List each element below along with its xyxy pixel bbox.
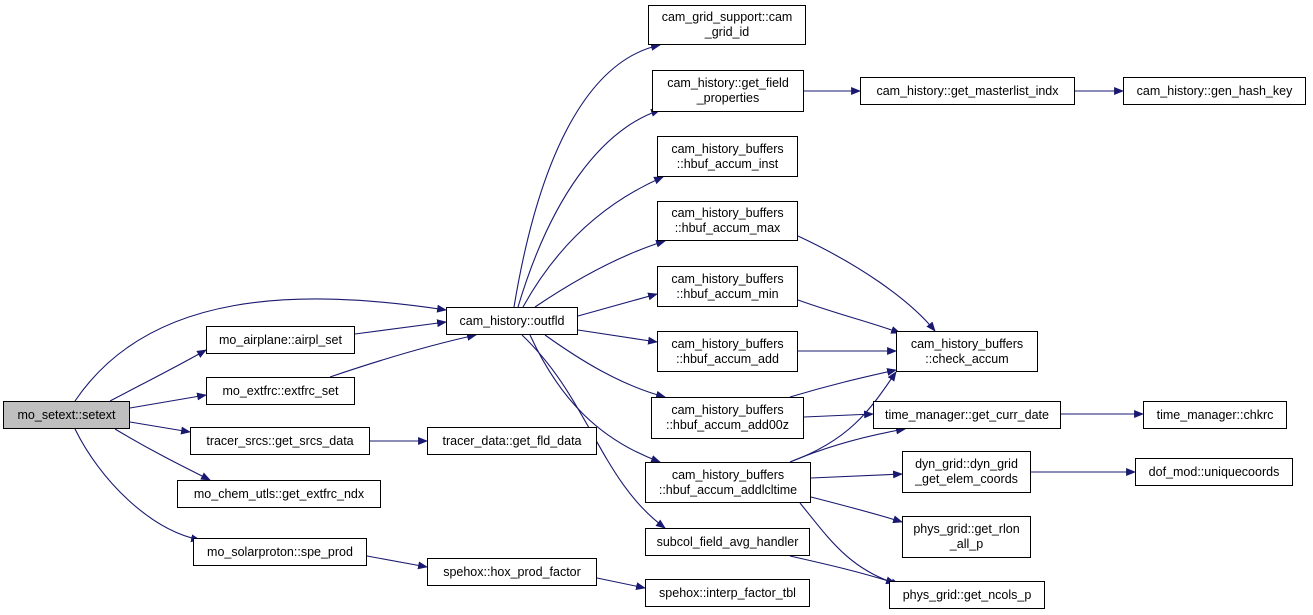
edge-setext-to-get-extfrc-ndx <box>114 428 211 481</box>
edge-spe-prod-to-hox-prod-factor <box>366 555 428 570</box>
edge-subcol-field-avg-handler-to-get-ncols-p <box>789 555 896 585</box>
edge-setext-to-extfrc-set <box>129 392 207 409</box>
edge-outfld-to-hbuf-accum-addlcltime <box>529 334 661 463</box>
node-hbuf-accum-inst[interactable]: cam_history_buffers ::hbuf_accum_inst <box>657 136 798 177</box>
edge-hox-prod-factor-to-interp-factor-tbl <box>596 577 646 591</box>
node-time-manager-get-curr-date[interactable]: time_manager::get_curr_date <box>873 401 1061 429</box>
node-mo-airplane-airpl-set[interactable]: mo_airplane::airpl_set <box>206 326 355 354</box>
node-cam-history-buffers-check-accum[interactable]: cam_history_buffers ::check_accum <box>896 331 1038 372</box>
edge-outfld-to-hbuf-accum-max <box>534 239 666 308</box>
node-cam-history-get-field-properties[interactable]: cam_history::get_field _properties <box>652 70 804 112</box>
node-hbuf-accum-add00z[interactable]: cam_history_buffers ::hbuf_accum_add00z <box>651 397 804 439</box>
node-cam-history-outfld[interactable]: cam_history::outfld <box>446 307 578 335</box>
edge-hbuf-accum-max-to-check-accum <box>797 235 936 332</box>
edge-hbuf-accum-addlcltime-to-get-rlon-all-p <box>810 496 903 524</box>
node-dof-mod-uniquecoords[interactable]: dof_mod::uniquecoords <box>1135 458 1293 486</box>
edge-hbuf-accum-addlcltime-to-get-ncols-p <box>799 502 901 587</box>
node-phys-grid-get-ncols-p[interactable]: phys_grid::get_ncols_p <box>889 581 1045 609</box>
edge-outfld-to-hbuf-accum-add <box>577 329 658 345</box>
node-cam-grid-support-cam-grid-id[interactable]: cam_grid_support::cam _grid_id <box>648 5 806 45</box>
node-time-manager-chkrc[interactable]: time_manager::chkrc <box>1143 401 1287 429</box>
node-subcol-field-avg-handler[interactable]: subcol_field_avg_handler <box>645 528 810 556</box>
edge-outfld-to-hbuf-accum-min <box>577 292 658 317</box>
node-spehox-hox-prod-factor[interactable]: spehox::hox_prod_factor <box>427 558 597 586</box>
node-cam-history-get-masterlist-indx[interactable]: cam_history::get_masterlist_indx <box>860 77 1075 105</box>
node-mo-extfrc-extfrc-set[interactable]: mo_extfrc::extfrc_set <box>206 377 355 405</box>
edge-extfrc-set-to-outfld <box>329 333 477 378</box>
edge-setext-to-get-srcs-data <box>129 421 191 435</box>
edge-hbuf-accum-addlcltime-to-get-curr-date <box>789 426 906 463</box>
edge-hbuf-accum-add00z-to-check-accum <box>789 368 897 398</box>
edge-outfld-to-hbuf-accum-inst <box>522 176 664 308</box>
node-mo-solarproton-spe-prod[interactable]: mo_solarproton::spe_prod <box>193 538 367 566</box>
edge-setext-to-airpl-set <box>109 349 207 402</box>
node-spehox-interp-factor-tbl[interactable]: spehox::interp_factor_tbl <box>645 579 810 607</box>
node-mo-chem-utls-get-extfrc-ndx[interactable]: mo_chem_utls::get_extfrc_ndx <box>177 480 381 508</box>
node-hbuf-accum-addlcltime[interactable]: cam_history_buffers ::hbuf_accum_addlclt… <box>645 462 811 503</box>
node-phys-grid-get-rlon-all-p[interactable]: phys_grid::get_rlon _all_p <box>902 516 1031 558</box>
node-hbuf-accum-max[interactable]: cam_history_buffers ::hbuf_accum_max <box>657 201 798 241</box>
node-dyn-grid-get-elem-coords[interactable]: dyn_grid::dyn_grid _get_elem_coords <box>902 451 1031 493</box>
edge-outfld-to-cam-grid-id <box>513 43 661 308</box>
edge-outfld-to-get-field-properties <box>517 109 661 308</box>
node-hbuf-accum-min[interactable]: cam_history_buffers ::hbuf_accum_min <box>657 266 798 307</box>
edge-hbuf-accum-add00z-to-get-curr-date <box>803 410 874 419</box>
node-hbuf-accum-add[interactable]: cam_history_buffers ::hbuf_accum_add <box>657 331 798 372</box>
edge-hbuf-accum-min-to-check-accum <box>797 299 901 334</box>
edge-outfld-to-hbuf-accum-add00z <box>544 334 666 399</box>
edge-setext-to-outfld <box>74 298 447 402</box>
node-mo-setext-setext: mo_setext::setext <box>3 401 130 429</box>
edge-hbuf-accum-addlcltime-to-get-elem-coords <box>810 470 903 479</box>
edge-setext-to-spe-prod <box>74 428 201 543</box>
node-tracer-srcs-get-srcs-data[interactable]: tracer_srcs::get_srcs_data <box>190 427 370 455</box>
edge-airpl-set-to-outfld <box>354 319 447 335</box>
node-cam-history-gen-hash-key[interactable]: cam_history::gen_hash_key <box>1123 77 1306 105</box>
node-tracer-data-get-fld-data[interactable]: tracer_data::get_fld_data <box>427 427 597 455</box>
